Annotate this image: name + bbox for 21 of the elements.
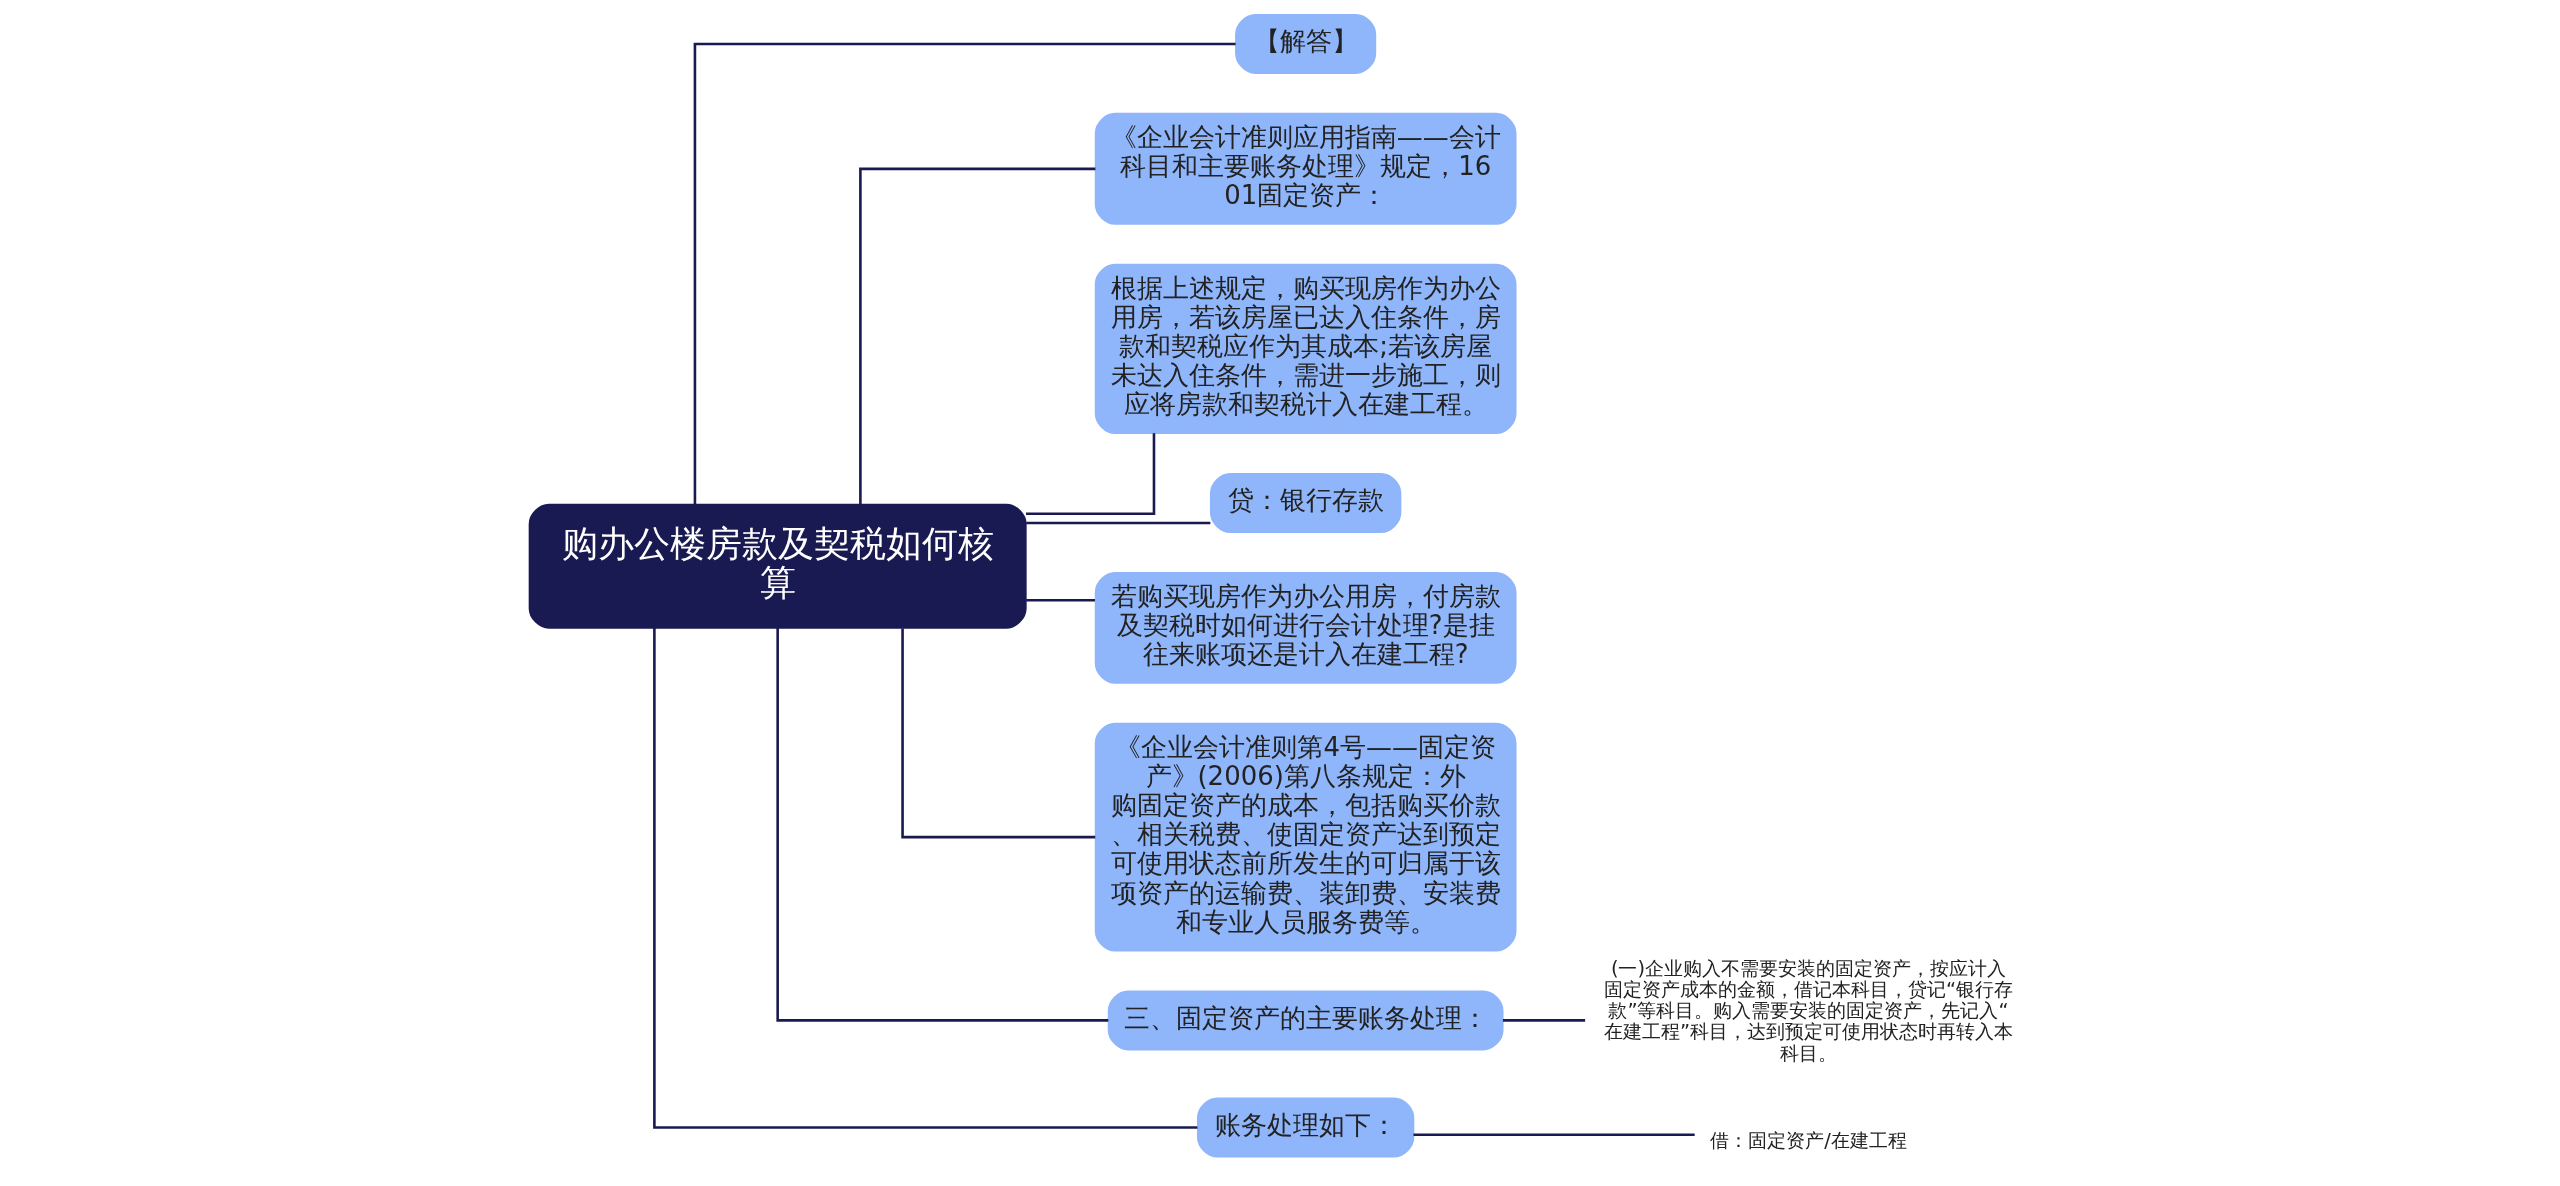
connector xyxy=(1025,433,1155,516)
connector xyxy=(1025,599,1095,602)
connector xyxy=(858,167,1095,505)
connector xyxy=(1413,1133,1695,1137)
connector xyxy=(1502,1019,1585,1022)
connector xyxy=(652,627,1197,1129)
node-text: 借：固定资产/在建工程 xyxy=(1709,1129,1907,1153)
connector xyxy=(1025,521,1210,525)
node-box: 《企业会计准则第4号——固定资产》(2006)第八条规定：外购固定资产的成本，包括购买价款、相关税费、使固定资产达到预定可使用状态前所发生的可归属于该项资产的运输费、装卸费、安装费和专业人员服务费等。 xyxy=(1094,722,1516,952)
node-box: 【解答】 xyxy=(1234,13,1376,74)
node-box: 贷：银行存款 xyxy=(1209,472,1401,533)
connector xyxy=(900,628,1095,839)
connector xyxy=(775,627,1108,1022)
node-box: 若购买现房作为办公用房，付房款及契税时如何进行会计处理?是挂往来账项还是计入在建工程? xyxy=(1094,571,1516,684)
node-box: 根据上述规定，购买现房作为办公用房，若该房屋已达入住条件，房款和契税应作为其成本;若该房屋未达入住条件，需进一步施工，则应将房款和契税计入在建工程。 xyxy=(1094,263,1516,435)
node-text: (一)企业购入不需要安装的固定资产，按应计入固定资产成本的金额，借记本科目，贷记“银行存款”等科目。购入需要安装的固定资产，先记入“在建工程”科目，达到预定可使用状态时再转入本科目。 xyxy=(1603,957,2013,1065)
connector xyxy=(693,42,1236,505)
node-box: 账务处理如下： xyxy=(1196,1097,1414,1158)
node-box: 三、固定资产的主要账务处理： xyxy=(1107,990,1504,1051)
node-box: 《企业会计准则应用指南——会计科目和主要账务处理》规定，1601固定资产： xyxy=(1094,112,1516,225)
node-box: 购办公楼房款及契税如何核算 xyxy=(528,503,1027,629)
